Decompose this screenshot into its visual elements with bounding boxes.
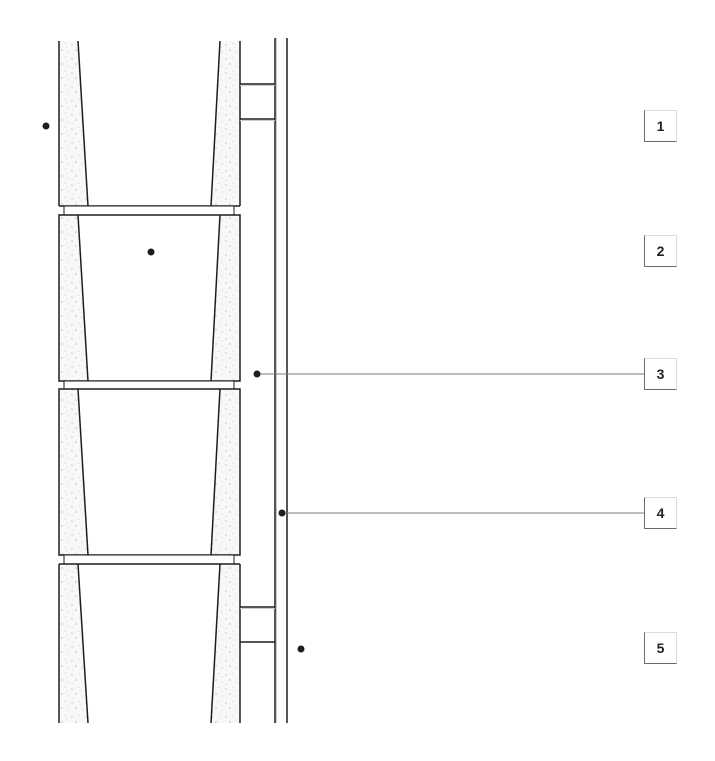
callout-label-4-text: 4 [656, 505, 665, 521]
callout-label-2: 2 [644, 235, 677, 267]
masonry-block-1 [58, 40, 241, 207]
masonry-block-2 [58, 214, 241, 382]
callout-dot-1 [42, 122, 50, 130]
mortar-joint-3 [63, 554, 235, 565]
callout-label-5: 5 [644, 632, 677, 664]
callout-label-1-text: 1 [656, 118, 665, 134]
masonry-block-3 [58, 388, 241, 556]
callout-dot-4 [278, 509, 286, 517]
callout-label-2-text: 2 [656, 243, 665, 259]
bracket-top [240, 83, 275, 121]
mortar-joint-1 [63, 205, 235, 216]
callout-label-3-text: 3 [656, 366, 665, 382]
callout-label-5-text: 5 [656, 640, 665, 656]
masonry-block-4 [58, 563, 241, 724]
callout-label-3: 3 [644, 358, 677, 390]
mortar-joint-2 [63, 380, 235, 390]
bracket-bottom [240, 606, 275, 643]
callout-dot-3 [253, 370, 261, 378]
callout-label-1: 1 [644, 110, 677, 142]
callout-dot-2 [147, 248, 155, 256]
callout-dot-5 [297, 645, 305, 653]
cladding-panel [274, 38, 288, 723]
callout-label-4: 4 [644, 497, 677, 529]
